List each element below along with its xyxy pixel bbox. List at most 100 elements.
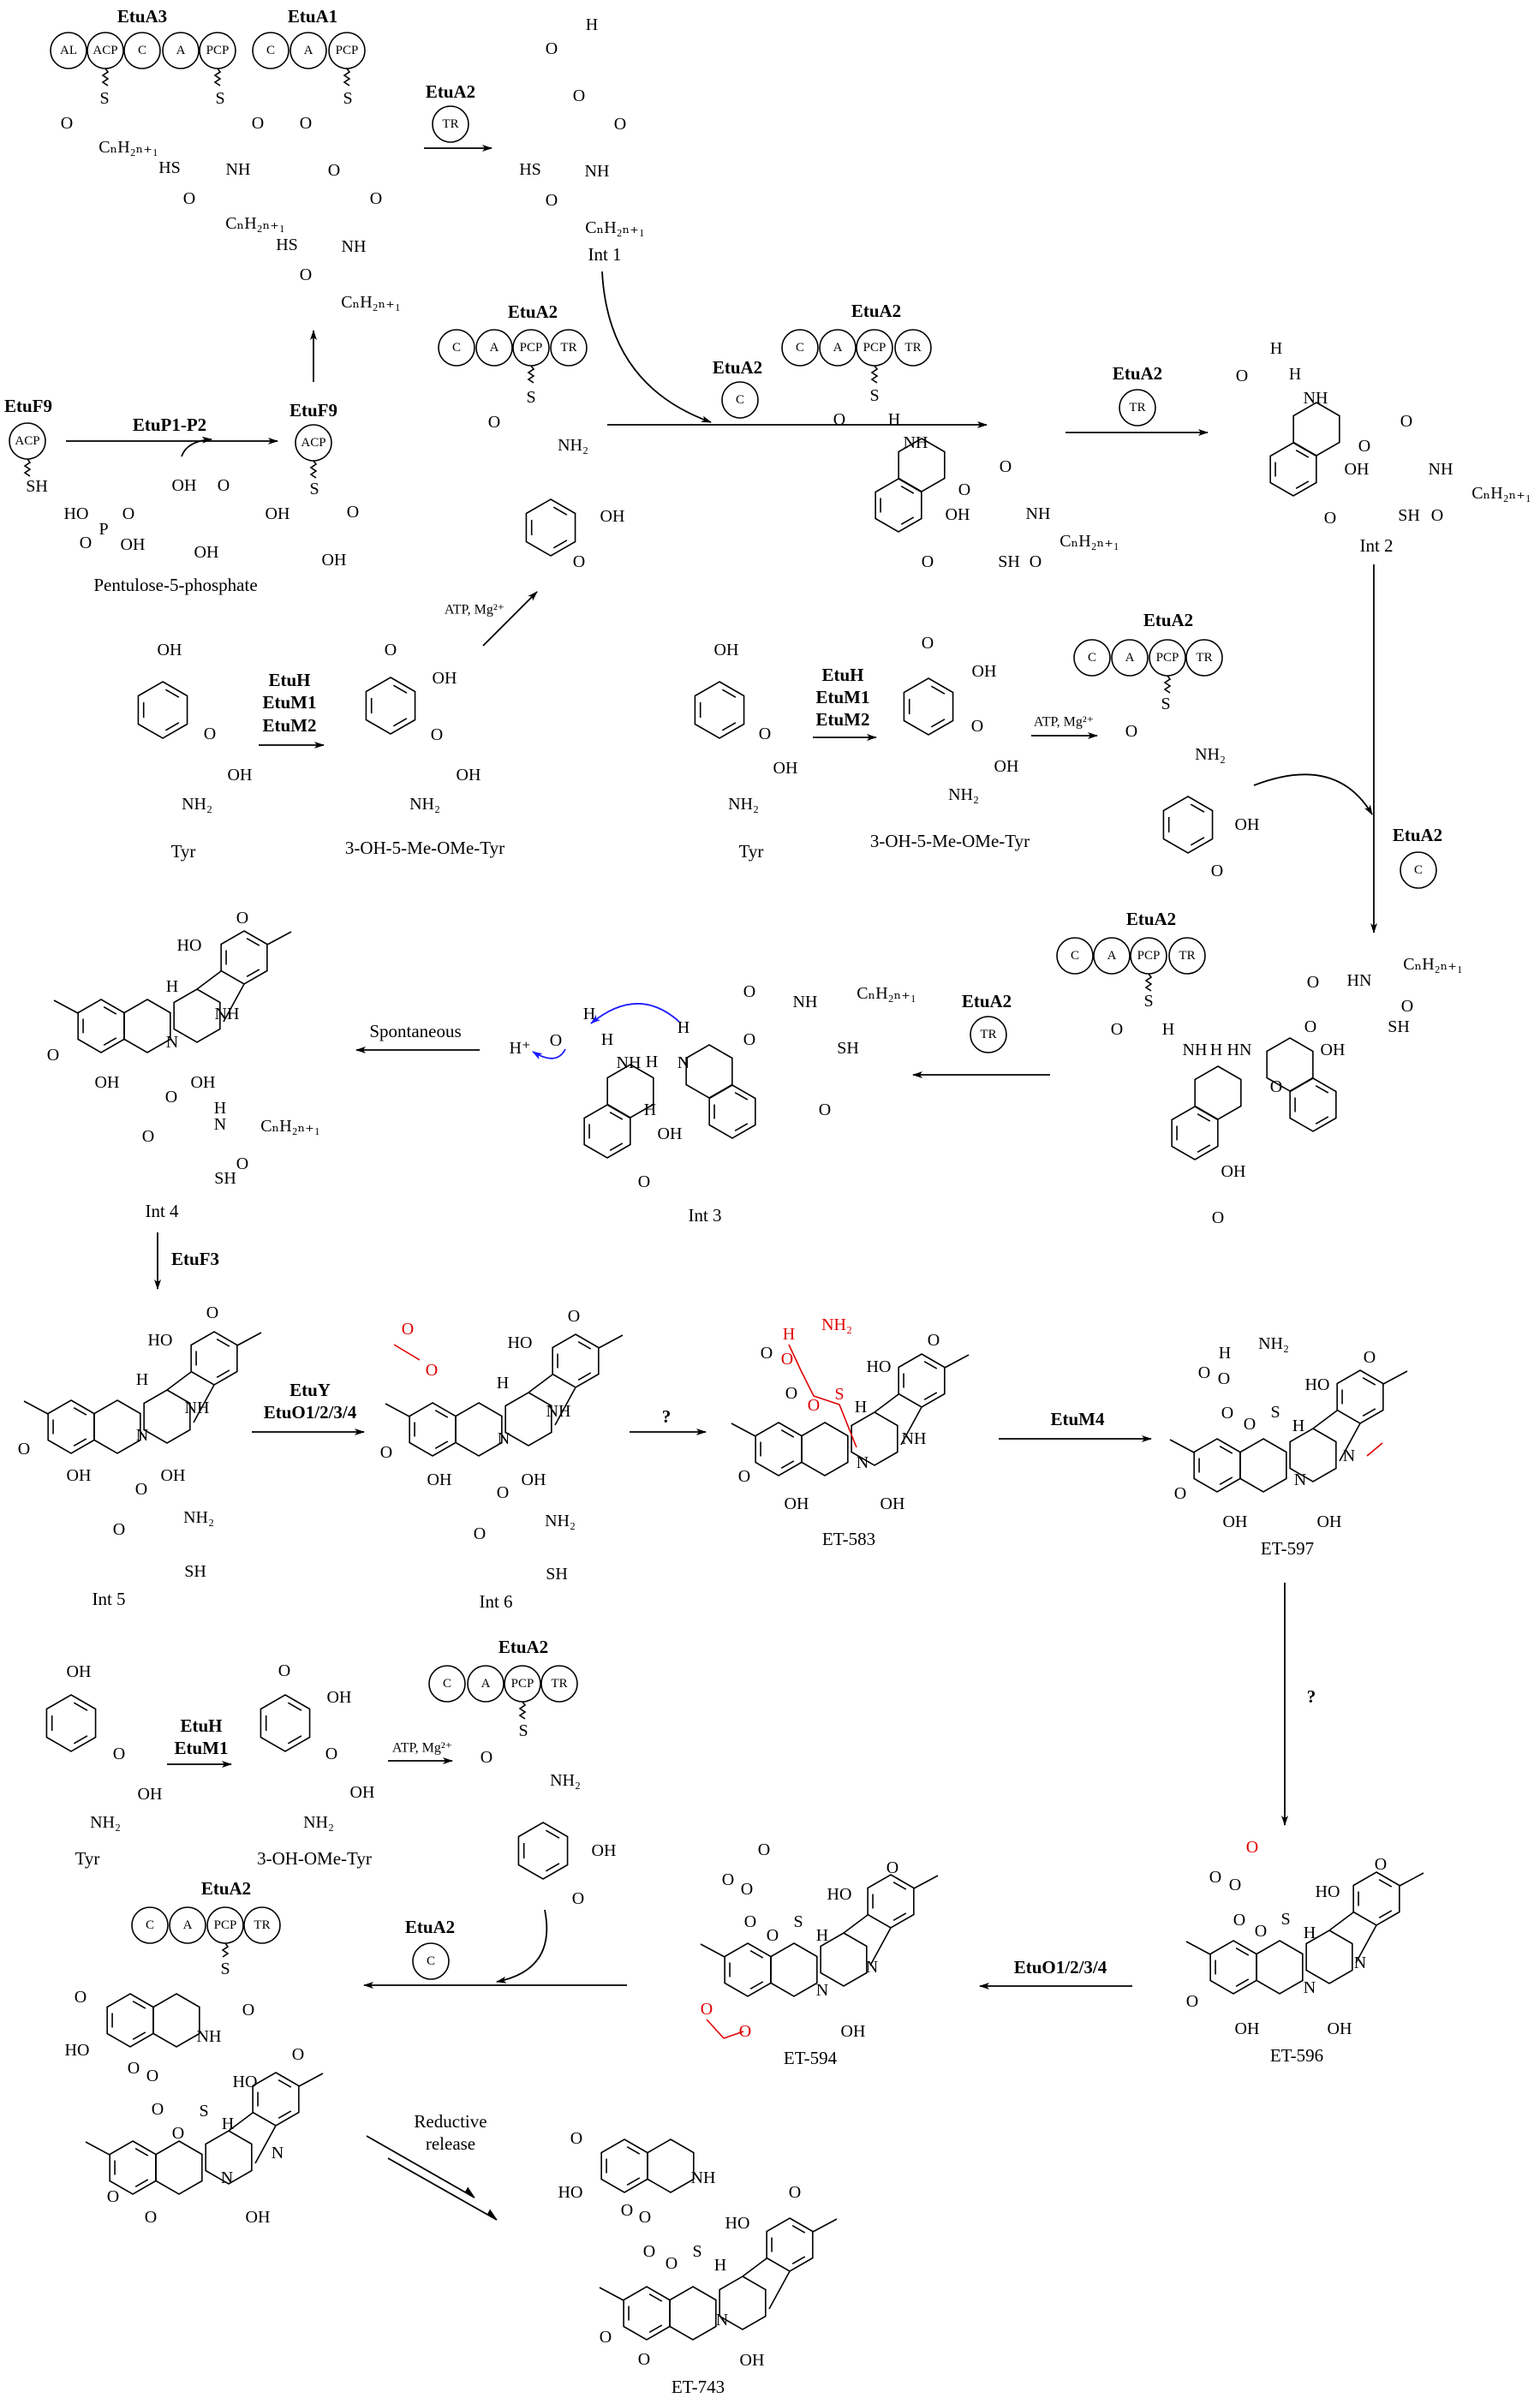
condition-label-atp: ATP, Mg²⁺ <box>392 1741 452 1756</box>
domain-pcp-label: PCP <box>206 44 230 57</box>
int4-bridge-bond <box>196 970 222 990</box>
enzyme-label-etua2: EtuA2 <box>508 301 558 322</box>
atom-label-o: O <box>739 2022 751 2041</box>
atom-label-nh: NH <box>691 2168 716 2187</box>
enzyme-label-etua2: EtuA2 <box>498 1637 548 1657</box>
aromatic-double-bond <box>134 2147 149 2156</box>
et594-ring-a <box>724 1942 772 1997</box>
atom-label-nh: NH <box>215 1005 240 1023</box>
aromatic-double-bond <box>721 689 737 698</box>
atom-label-o: O <box>568 1307 580 1326</box>
atom-label-oh: OH <box>946 505 970 524</box>
aromatic-double-bond <box>132 2031 146 2041</box>
aromatic-double-bond <box>930 685 946 695</box>
et597-ring-e <box>1336 1369 1384 1424</box>
atom-label-s: S <box>199 2102 208 2121</box>
et-bound-ring-a <box>109 2140 157 2195</box>
atom-label-nh: NH <box>904 433 928 452</box>
methylenedioxy-bond-red <box>706 2019 744 2039</box>
isoquinoline-saturated-ring <box>647 2139 695 2193</box>
atom-label-oh: OH <box>350 1783 375 1802</box>
enzyme-label-etum1: EtuM1 <box>175 1738 229 1758</box>
atom-label-o: O <box>886 1858 898 1877</box>
compound-label-int4: Int 4 <box>145 1201 179 1221</box>
atom-label-s: S <box>309 480 319 498</box>
atom-label-sh: SH <box>214 1169 236 1188</box>
atom-label-o: O <box>546 39 558 58</box>
compound-label-et596: ET-596 <box>1270 2045 1323 2066</box>
int5-ring-e <box>190 1331 238 1386</box>
isoquinoline-aromatic-ring <box>708 1084 756 1139</box>
et596-ring-a <box>1209 1940 1257 1995</box>
benzene-ring <box>45 1694 97 1752</box>
atom-label-oh: OH <box>785 1494 809 1513</box>
benzene-ring <box>137 681 188 739</box>
enzyme-label-etuf3: EtuF3 <box>171 1249 219 1269</box>
atom-label-sh: SH <box>1398 506 1420 525</box>
enzyme-label-etuh: EtuH <box>180 1715 222 1736</box>
domain-c-label: C <box>1088 651 1096 665</box>
atom-label-o: O <box>347 503 359 522</box>
domain-c-label: C <box>796 341 804 355</box>
atom-label-s: S <box>1280 1910 1290 1929</box>
atom-label-n: N <box>866 1958 878 1977</box>
domain-a-circle <box>467 1665 504 1703</box>
et583-ring-a <box>755 1422 803 1476</box>
aromatic-double-bond <box>648 2293 663 2302</box>
int6-bridge-bond <box>554 1387 576 1426</box>
atom-label-o: O <box>385 641 397 659</box>
et583-bridge-bond <box>900 1406 922 1446</box>
atom-label-o: O <box>614 115 626 134</box>
domain-a-label: A <box>833 341 843 355</box>
arrow-reductive-release <box>387 2157 498 2221</box>
et-bound-ring-e <box>252 2072 300 2127</box>
domain-c-circle <box>781 329 819 367</box>
domain-pcp-label: PCP <box>1137 949 1161 963</box>
aromatic-double-bond <box>780 1460 795 1470</box>
aromatic-double-bond <box>734 1091 749 1101</box>
atom-label-o: O <box>1233 1911 1245 1930</box>
aromatic-double-bond <box>164 689 180 698</box>
int6-bridge-bond <box>528 1374 553 1393</box>
arrow-loaded-in-2 <box>496 1909 548 1983</box>
atom-label-s: S <box>526 388 535 407</box>
atom-label-hs: HS <box>158 158 181 177</box>
atom-label-oh: OH <box>327 1688 352 1707</box>
aromatic-double-bond <box>434 1409 449 1418</box>
atom-label-o: O <box>1364 1348 1376 1367</box>
aromatic-double-bond <box>1315 1084 1329 1094</box>
atom-label-n: N <box>1304 1978 1316 1997</box>
isoquinoline-aromatic-ring <box>1269 442 1317 497</box>
atom-label-o: O <box>236 1154 248 1173</box>
atom-label-cnh: CₙH₂ₙ₊₁ <box>585 218 645 237</box>
atom-label-ho: HO <box>148 1331 173 1350</box>
aromatic-double-bond <box>545 1863 560 1872</box>
atom-label-o: O <box>113 1520 125 1539</box>
atom-label-s: S <box>343 89 352 108</box>
aromatic-double-bond <box>246 937 260 946</box>
int5-ring-a <box>47 1399 95 1454</box>
domain-c-label: C <box>146 1918 154 1932</box>
et596-methyl-bond <box>1185 1941 1211 1955</box>
atom-label-oh: OH <box>740 2351 765 2370</box>
atom-label-h: H <box>855 1398 867 1417</box>
int4-ring-e <box>220 930 268 985</box>
atom-label-o: O <box>928 1331 940 1350</box>
atom-label-n: N <box>816 1981 828 2000</box>
atom-label-nh: NH <box>793 993 818 1011</box>
aromatic-double-bond <box>923 1392 938 1401</box>
aromatic-double-bond <box>392 718 408 727</box>
atom-label-oh: OH <box>322 551 347 570</box>
atom-label-h: H <box>214 1099 226 1118</box>
atom-label-oh: OH <box>841 2022 866 2041</box>
atom-label-o: O <box>1375 1855 1387 1874</box>
isoquinoline-saturated-ring <box>606 1064 654 1118</box>
atom-label-s: S <box>1270 1403 1280 1422</box>
int5-bridge-bond <box>166 1371 192 1391</box>
atom-label-oh: OH <box>1235 815 1260 834</box>
domain-c-circle <box>123 32 161 69</box>
atom-label-o: O <box>744 1912 756 1931</box>
wavy-bond <box>213 68 222 86</box>
atom-label-o: O <box>236 909 248 928</box>
